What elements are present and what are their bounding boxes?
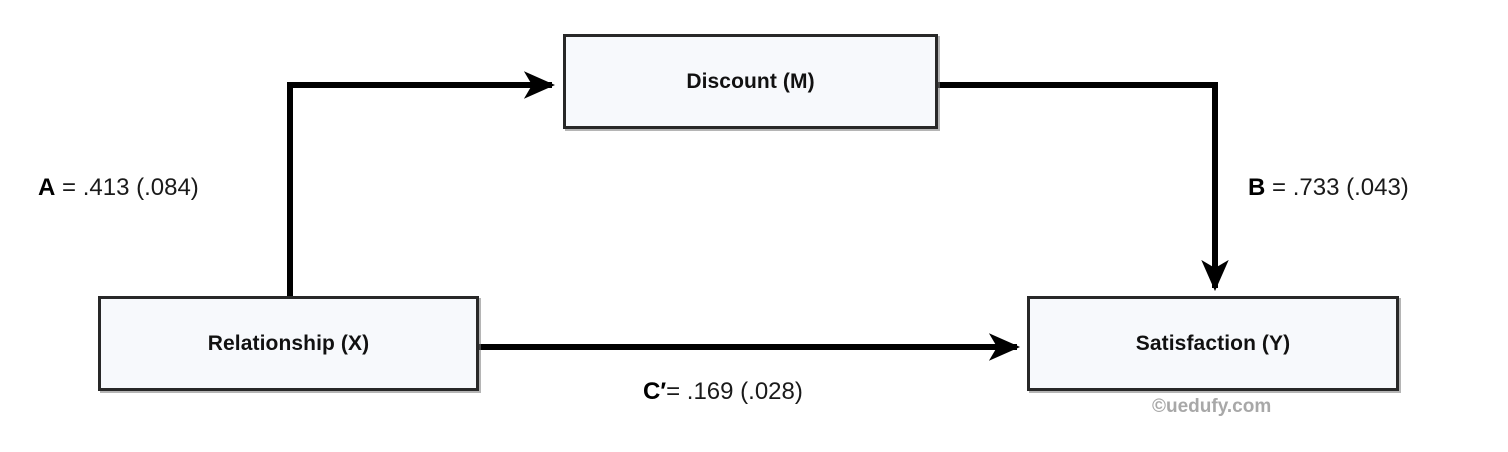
node-outcome-label: Satisfaction (Y) bbox=[1135, 331, 1291, 355]
path-b-arrow bbox=[937, 82, 1229, 292]
path-a-arrow bbox=[287, 71, 556, 297]
path-a-value: .413 bbox=[82, 174, 130, 201]
node-mediator-discount[interactable]: Discount (M) bbox=[563, 34, 938, 129]
path-a-equals: = bbox=[55, 174, 83, 201]
path-c-prime-value: .169 bbox=[686, 378, 734, 405]
node-predictor-relationship[interactable]: Relationship (X) bbox=[98, 296, 479, 391]
path-b-coefficient-label: B = .733 (.043) bbox=[1248, 174, 1409, 202]
path-a-coefficient-label: A = .413 (.084) bbox=[38, 174, 199, 202]
node-predictor-label: Relationship (X) bbox=[207, 331, 370, 355]
path-c-prime-standard-error: (.028) bbox=[740, 378, 803, 405]
path-a-standard-error: (.084) bbox=[136, 174, 199, 201]
path-c-prime-coefficient-label: C′= .169 (.028) bbox=[643, 378, 803, 406]
path-c-prime-letter: C′ bbox=[643, 378, 667, 405]
path-b-value: .733 bbox=[1292, 174, 1340, 201]
path-b-standard-error: (.043) bbox=[1346, 174, 1409, 201]
path-c-prime-equals: = bbox=[666, 378, 687, 405]
watermark: ©uedufy.com bbox=[1152, 396, 1272, 417]
path-a-letter: A bbox=[38, 174, 56, 201]
path-b-letter: B bbox=[1248, 174, 1266, 201]
path-b-equals: = bbox=[1265, 174, 1293, 201]
node-mediator-label: Discount (M) bbox=[686, 69, 815, 93]
node-outcome-satisfaction[interactable]: Satisfaction (Y) bbox=[1027, 296, 1399, 391]
